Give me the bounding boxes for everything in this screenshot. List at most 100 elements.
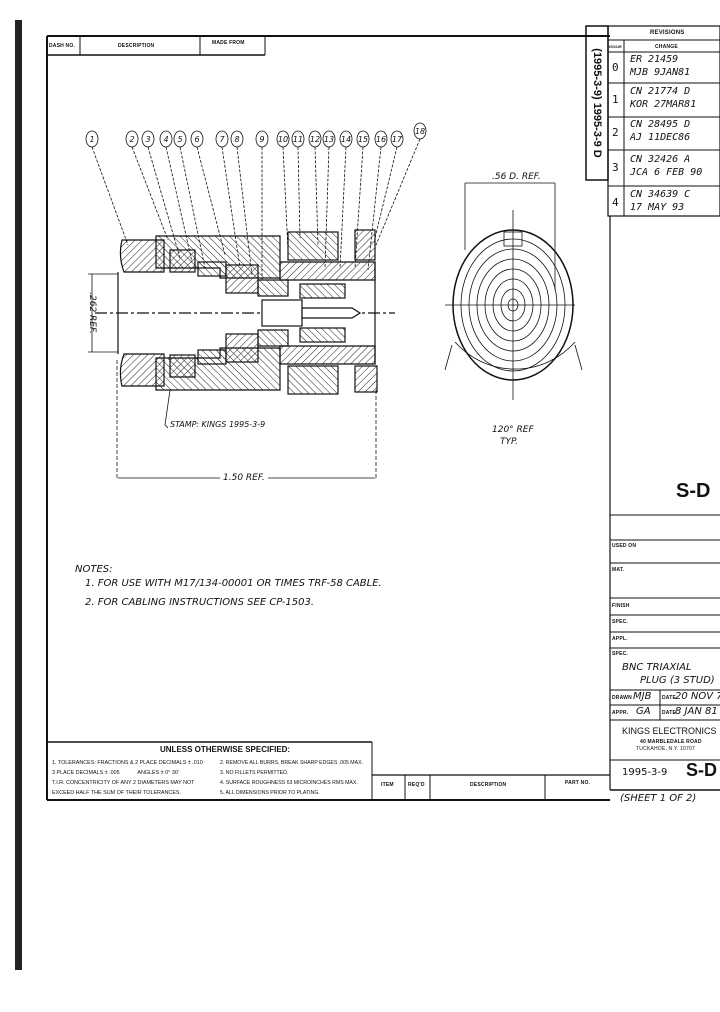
parts-partno-header: PART NO. <box>565 780 591 786</box>
revision-issue: 2 <box>612 126 619 139</box>
balloon-number: 12 <box>310 135 320 144</box>
tolerance-line: 5. ALL DIMENSIONS PRIOR TO PLATING. <box>220 790 320 796</box>
item-balloon <box>374 130 388 148</box>
drawing-number-vertical: (1995-3-9) 1995-3-9 D <box>591 48 603 158</box>
tolerance-line: 2. REMOVE ALL BURRS, BREAK SHARP EDGES .… <box>220 760 363 766</box>
note-1: 1. FOR USE WITH M17/134-00001 OR TIMES T… <box>85 578 382 589</box>
tolerance-right: 2. REMOVE ALL BURRS, BREAK SHARP EDGES .… <box>220 758 363 798</box>
parts-description-header: DESCRIPTION <box>470 782 507 788</box>
balloon-leader <box>147 146 181 259</box>
item-balloon <box>339 130 353 148</box>
tolerance-line: 1. TOLERANCES: FRACTIONS & 2 PLACE DECIM… <box>52 760 203 766</box>
balloon-number: 8 <box>234 135 239 144</box>
balloon-number: 18 <box>415 127 425 136</box>
balloon-leader <box>374 146 398 239</box>
item-balloon <box>173 130 187 148</box>
balloon-leader <box>221 146 241 269</box>
balloon-number: 11 <box>293 135 303 144</box>
balloon-number: 1 <box>89 135 94 144</box>
scan-edge-bar <box>15 20 22 970</box>
balloon-number: 17 <box>392 135 403 144</box>
balloon-leader <box>339 146 347 269</box>
header-description: DESCRIPTION <box>118 43 155 49</box>
revision-change-line2: JCA 6 FEB 90 <box>630 167 703 178</box>
end-view <box>444 182 583 400</box>
drawing-title-line1: BNC TRIAXIAL <box>622 662 692 673</box>
balloon-leader <box>297 146 301 239</box>
revisions-issue-header: ISSUE <box>609 44 623 49</box>
stamp-note: STAMP: KINGS 1995-3-9 <box>170 420 266 429</box>
appr-date-label: DATE <box>662 710 677 716</box>
angle-typ: TYP. <box>500 437 519 447</box>
item-balloon <box>230 130 244 148</box>
balloon-leader <box>354 146 364 269</box>
drawn-date: 20 NOV 79 <box>675 691 720 702</box>
drawn-label: DRAWN <box>612 695 632 701</box>
revision-change-line2: 17 MAY 93 <box>630 202 685 213</box>
balloon-number: 14 <box>341 135 351 144</box>
drawn-date-label: DATE <box>662 695 677 701</box>
tolerance-line: 3. NO FILLETS PERMITTED. <box>220 770 289 776</box>
tolerance-title: UNLESS OTHERWISE SPECIFIED: <box>160 745 291 754</box>
revision-issue: 4 <box>612 196 619 209</box>
balloon-leader <box>314 146 319 246</box>
balloon-leader <box>91 146 129 246</box>
company-address-1: 40 MARBLEDALE ROAD <box>640 739 702 745</box>
finish-label: FINISH <box>612 603 630 609</box>
header-dash-no: DASH NO. <box>49 43 76 49</box>
item-balloon <box>159 130 173 148</box>
balloon-leader <box>324 146 330 269</box>
appr-date: 8 JAN 81 <box>675 706 718 717</box>
balloon-number: 10 <box>278 135 288 144</box>
drawn-by: MJB <box>633 691 652 702</box>
balloon-number: 7 <box>219 135 225 144</box>
item-balloon <box>85 130 99 148</box>
spec-label-2: SPEC. <box>612 651 629 657</box>
tolerance-line: 4. SURFACE ROUGHNESS 63 MICROINCHES RMS … <box>220 780 358 786</box>
drawing-number: 1995-3-9 <box>622 767 668 778</box>
header-made-from: MADE FROM <box>212 40 245 46</box>
balloon-number: 3 <box>145 135 150 144</box>
tolerance-line: T.I.R. CONCENTRICITY OF ANY 2 DIAMETERS … <box>52 780 195 786</box>
balloon-leader <box>282 146 289 251</box>
balloon-number: 16 <box>376 135 386 144</box>
revisions-title: REVISIONS <box>650 30 685 36</box>
revision-change-line1: CN 32426 A <box>630 154 691 165</box>
size-letter: S-D <box>676 480 711 502</box>
tolerance-line: EXCEED HALF THE SUM OF THEIR TOLERANCES. <box>52 790 182 796</box>
tolerance-line: 3 PLACE DECIMALS ± .005 ANGLES ± 0° 30' <box>52 770 179 776</box>
item-balloon <box>215 130 229 148</box>
company-address-2: TUCKAHOE, N.Y. 10707 <box>636 746 695 752</box>
bore-dimension: .262 REF. <box>87 292 97 334</box>
diameter-dimension: .56 D. REF. <box>490 172 543 182</box>
angle-dimension: 120° REF <box>492 425 534 435</box>
item-balloon <box>356 130 370 148</box>
revision-issue: 3 <box>612 161 619 174</box>
note-2: 2. FOR CABLING INSTRUCTIONS SEE CP-1503. <box>85 597 315 608</box>
tolerance-left: 1. TOLERANCES: FRACTIONS & 2 PLACE DECIM… <box>52 758 203 798</box>
balloon-leader <box>236 146 253 276</box>
item-balloon <box>276 130 290 148</box>
revision-change-line2: AJ 11DEC86 <box>630 132 691 143</box>
appr-label: APPR. <box>612 710 629 716</box>
revision-issue: 1 <box>612 93 619 106</box>
revision-change-line2: MJB 9JAN81 <box>630 67 691 78</box>
company-name: KINGS ELECTRONICS <box>622 726 717 736</box>
spec-label-1: SPEC. <box>612 619 629 625</box>
revision-change-line1: CN 34639 C <box>630 189 691 200</box>
item-balloon <box>190 130 204 148</box>
balloon-leader <box>131 146 169 241</box>
mat-label: MAT. <box>612 567 625 573</box>
connector-section-view <box>95 229 395 395</box>
item-balloon <box>125 130 139 148</box>
appl-label: APPL. <box>612 636 628 642</box>
revision-change-line1: CN 28495 D <box>630 119 691 130</box>
item-balloon <box>413 122 427 140</box>
revision-change-line2: KOR 27MAR81 <box>630 99 697 110</box>
balloon-leader <box>179 146 206 269</box>
drawing-title-line2: PLUG (3 STUD) <box>640 675 715 686</box>
parts-item-header: ITEM <box>381 782 394 788</box>
used-on-label: USED ON <box>612 543 637 549</box>
